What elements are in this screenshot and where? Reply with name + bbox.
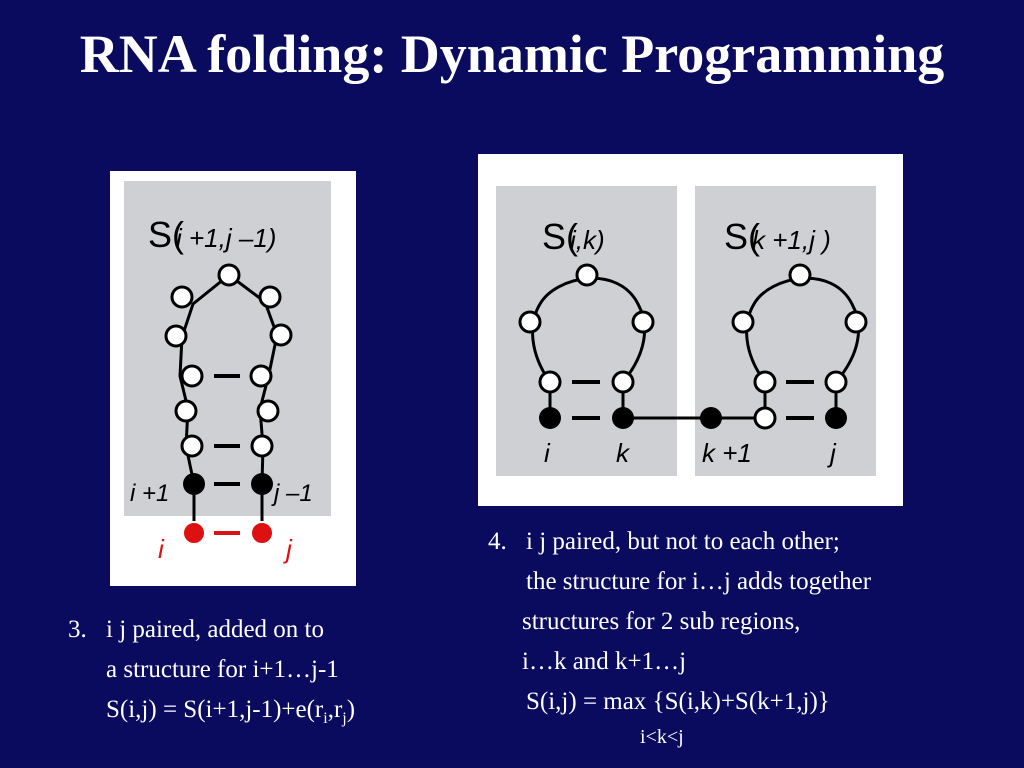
case-3-comma: ,r — [327, 696, 343, 723]
case-3-line-1: 3. i j paired, added on to — [68, 610, 355, 650]
node-j-red — [250, 521, 274, 545]
left-diagram-panel: S( i +1,j –1) — [110, 171, 356, 586]
right-diagram-panel: S( i,k) S( k +1,j ) — [478, 154, 903, 506]
case-4-caption: 4. i j paired, but not to each other; the… — [488, 522, 871, 722]
case-3-line-2: a structure for i+1…j-1 — [106, 656, 339, 683]
label-k: k — [616, 438, 631, 468]
region1-label-s: S( — [542, 216, 578, 257]
page-title: RNA folding: Dynamic Programming — [79, 24, 945, 84]
region-label-args: i +1,j –1) — [176, 223, 276, 253]
case-3-number: 3. — [68, 616, 87, 643]
case-4-number: 4. — [488, 528, 507, 555]
case-4-line-1: 4. i j paired, but not to each other; — [488, 522, 871, 562]
case-4-line-4: i…k and k+1…j — [522, 648, 687, 675]
label-i: i — [544, 438, 551, 468]
case-4-line-3: structures for 2 sub regions, — [522, 608, 801, 635]
case-3-sub-j: j — [342, 710, 347, 727]
node-i-red — [182, 521, 206, 545]
label-j-minus-1: j –1 — [271, 480, 313, 507]
node-j — [825, 407, 847, 429]
node-j-minus-1 — [251, 473, 273, 495]
label-j: j — [827, 438, 837, 468]
case-4-constraint: i<k<j — [640, 726, 684, 748]
node-k-plus-1 — [700, 407, 722, 429]
case-4-text-1: i j paired, but not to each other; — [526, 528, 840, 555]
case-3-text-1: i j paired, added on to — [106, 616, 324, 643]
label-j-red: j — [283, 534, 293, 564]
unpaired-nodes — [518, 263, 868, 430]
subregion-box-right — [695, 186, 876, 476]
label-i-red: i — [158, 534, 165, 564]
subregion-box — [124, 181, 331, 516]
region2-label-s: S( — [724, 216, 760, 257]
node-i-plus-1 — [183, 473, 205, 495]
case-3-sub-i: i — [323, 710, 328, 727]
base-pair-bonds — [214, 374, 240, 486]
region2-label-args: k +1,j ) — [752, 225, 831, 255]
region-label-s: S( — [148, 214, 184, 255]
case-4-formula: S(i,j) = max {S(i,k)+S(k+1,j)} — [526, 688, 830, 715]
case-4-line-2: the structure for i…j adds together — [526, 568, 872, 595]
case-3-formula: S(i,j) = S(i+1,j-1)+e(ri,rj) — [68, 690, 355, 739]
node-k — [612, 407, 634, 429]
hairpin-diagram: S( i +1,j –1) — [124, 181, 331, 564]
case-3-caption: 3. i j paired, added on to a structure fo… — [68, 610, 355, 739]
base-pair-bonds — [572, 380, 814, 420]
bifurcation-diagram: S( i,k) S( k +1,j ) — [496, 186, 876, 476]
region1-label-args: i,k) — [570, 225, 605, 255]
node-i — [539, 407, 561, 429]
label-i-plus-1: i +1 — [130, 480, 169, 507]
unpaired-nodes — [164, 263, 293, 458]
case-3-close: ) — [346, 696, 356, 723]
label-k-plus-1: k +1 — [702, 438, 752, 468]
case-3-formula-prefix: S(i,j) = S(i+1,j-1)+e(r — [106, 696, 324, 723]
